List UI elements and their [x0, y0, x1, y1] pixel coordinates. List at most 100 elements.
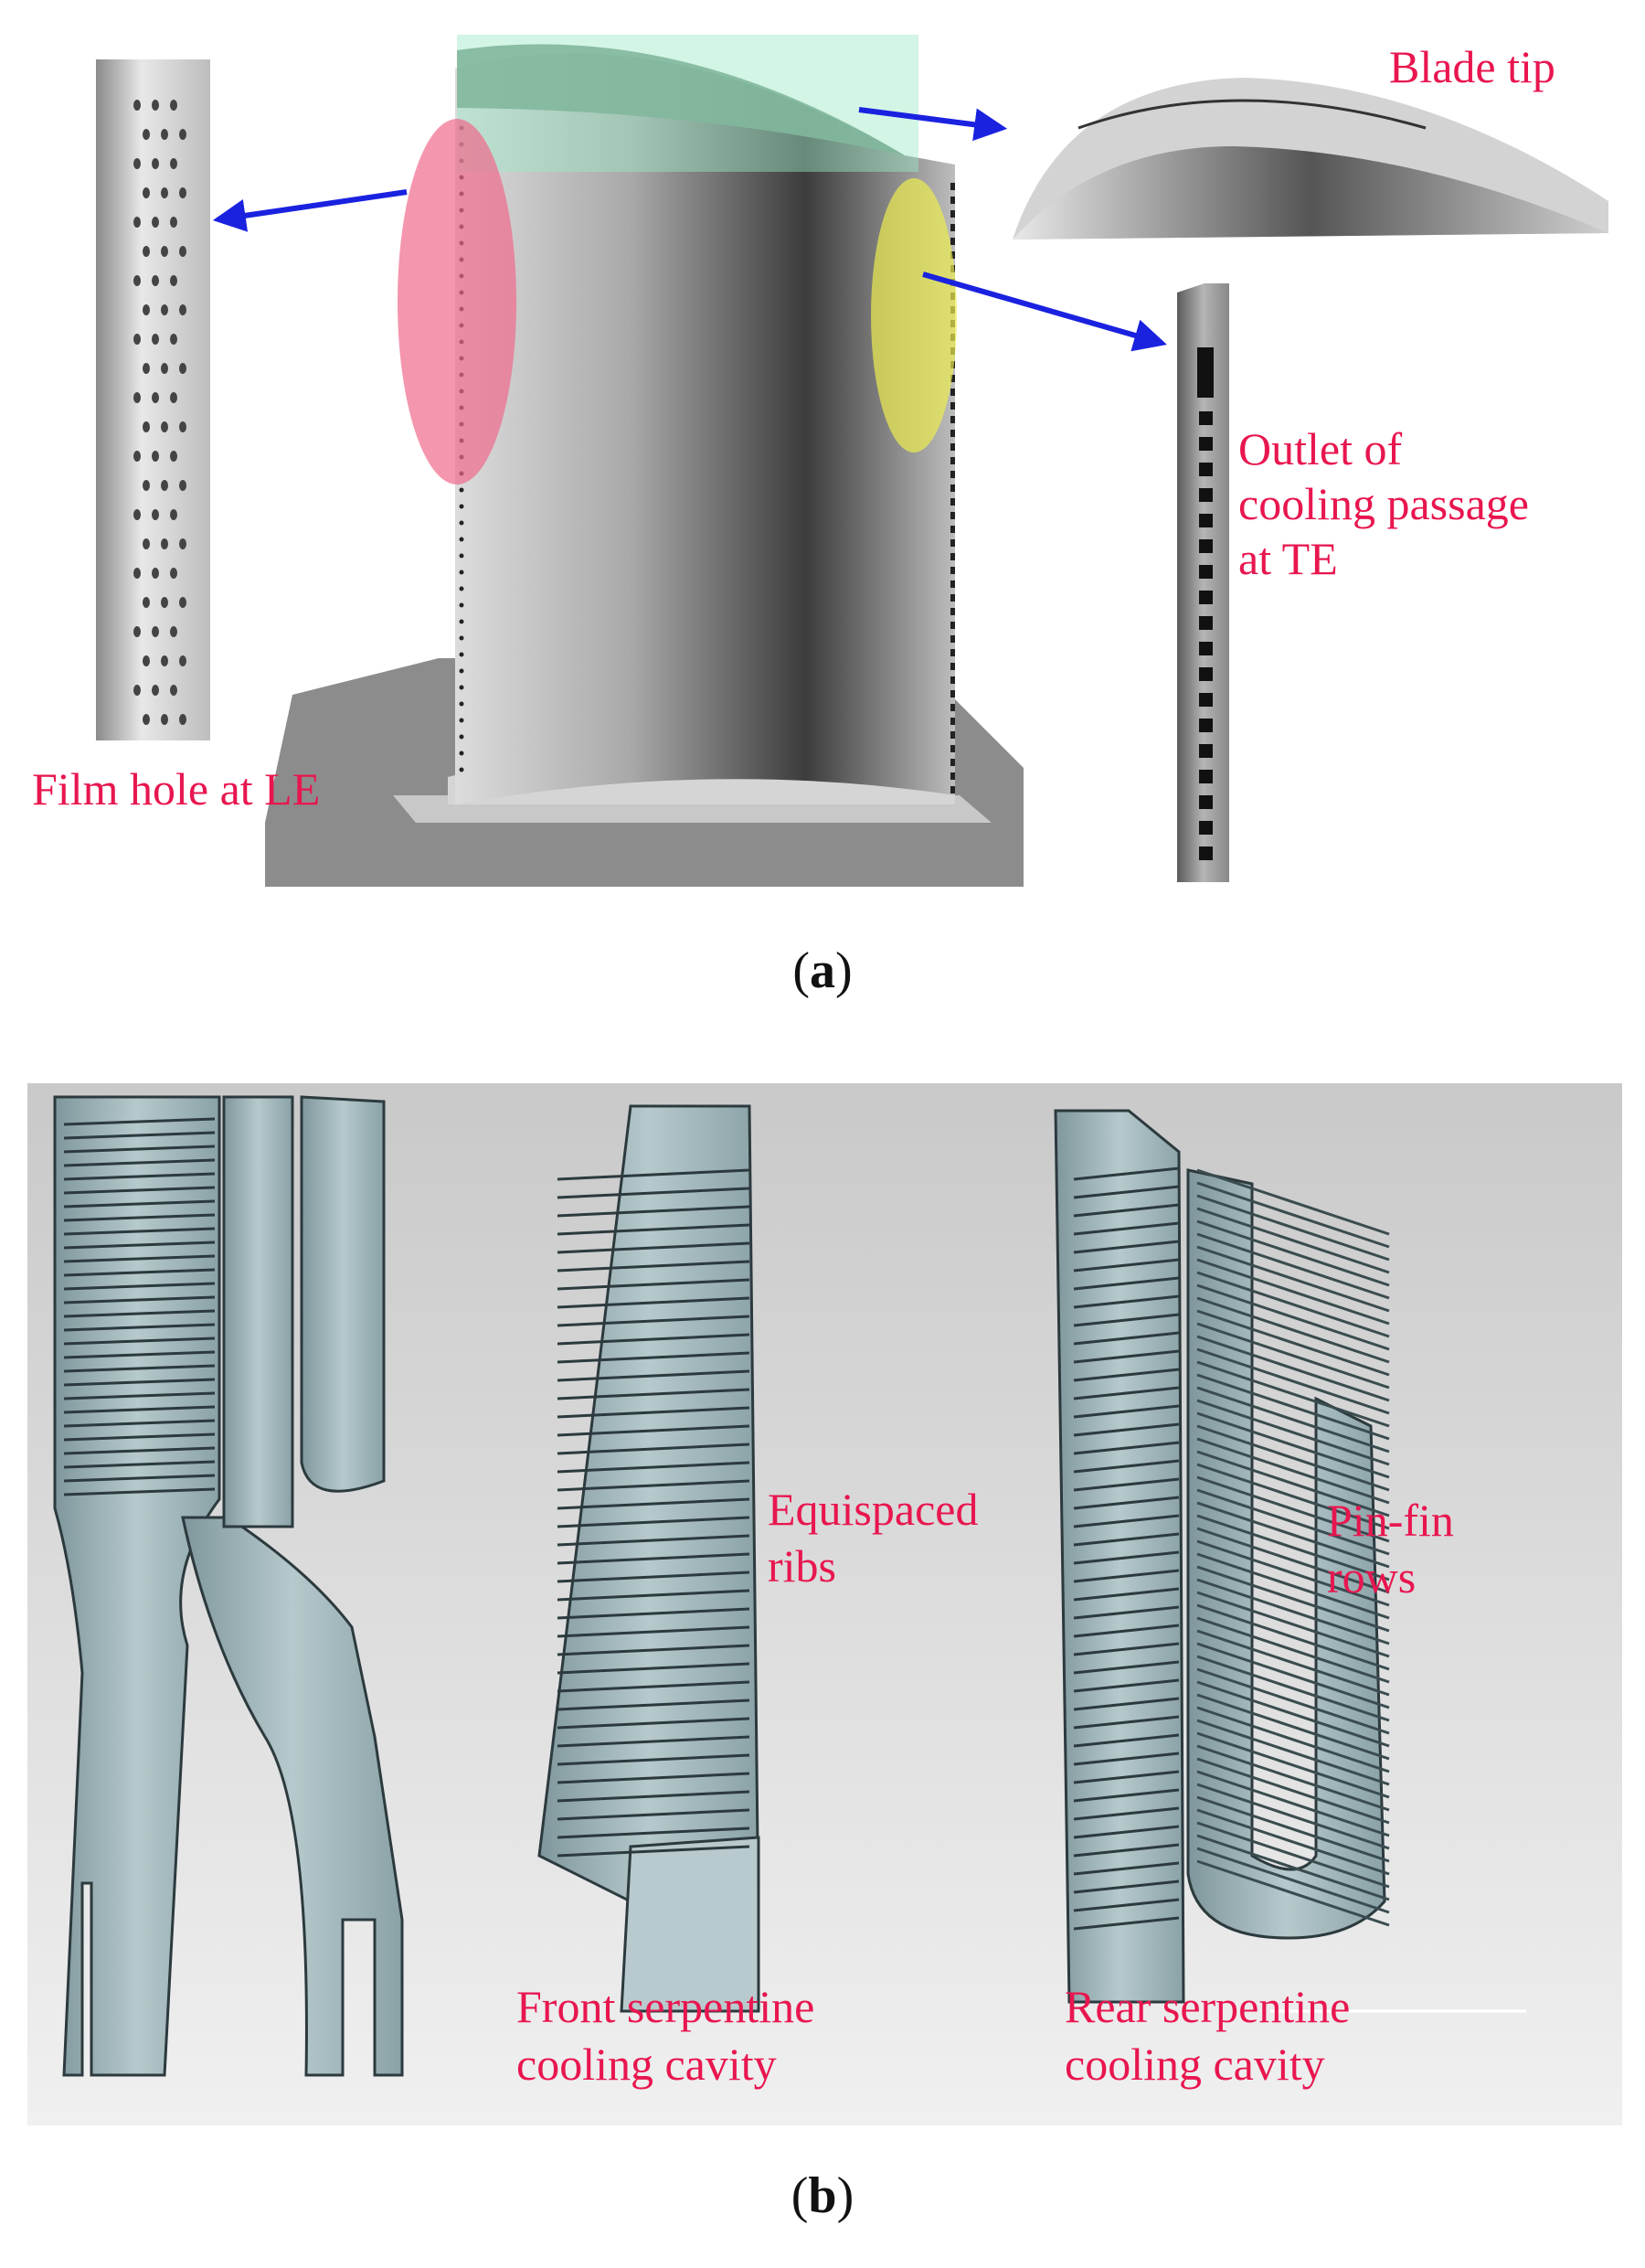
rib — [63, 1268, 216, 1277]
arrow-to-te-inset — [922, 272, 1167, 352]
le-hole-dot — [459, 701, 464, 707]
rib — [1073, 1221, 1180, 1236]
rib — [1073, 1331, 1180, 1346]
blade-tip-highlight — [457, 35, 918, 172]
rib — [557, 1662, 750, 1675]
label-ribs-line2: ribs — [768, 1540, 836, 1592]
pin-fin — [1196, 1616, 1390, 1684]
film-hole — [161, 421, 168, 432]
pin-fin — [1196, 1373, 1390, 1441]
pin-fin — [1196, 1245, 1390, 1313]
pin-fin — [1196, 1731, 1390, 1799]
rib — [557, 1826, 750, 1839]
le-hole-dot — [459, 685, 464, 690]
film-hole — [152, 685, 159, 696]
te-slot-dot — [950, 498, 955, 506]
pin-fin — [1196, 1501, 1390, 1569]
te-slot-dot — [950, 786, 955, 793]
rib — [557, 1223, 750, 1236]
film-hole — [152, 568, 159, 579]
le-hole-dot — [459, 586, 464, 591]
te-outlet-slots — [1197, 347, 1214, 860]
te-slot-dot — [950, 594, 955, 602]
film-hole — [143, 538, 150, 549]
film-hole — [179, 363, 186, 374]
film-hole — [152, 626, 159, 637]
te-slot-dot — [950, 649, 955, 656]
pin-fin — [1196, 1322, 1390, 1390]
film-hole — [161, 187, 168, 198]
rib — [557, 1735, 750, 1748]
rib — [1073, 1203, 1180, 1218]
pin-fin — [1196, 1335, 1390, 1402]
film-hole — [170, 451, 177, 462]
arrow-to-le-inset — [212, 189, 408, 232]
rib — [557, 1625, 750, 1638]
full-cooling-structure — [53, 1095, 404, 2077]
film-hole — [179, 538, 186, 549]
rib — [63, 1474, 216, 1483]
rib — [1073, 1587, 1180, 1602]
te-outlet-slot — [1199, 744, 1213, 758]
rib — [63, 1446, 216, 1455]
te-slot-dot — [950, 251, 955, 259]
rib — [557, 1644, 750, 1656]
pin-fin — [1196, 1680, 1390, 1748]
film-hole — [179, 655, 186, 666]
te-outlet-slot — [1199, 411, 1213, 425]
pin-fin — [1196, 1719, 1390, 1786]
pin-fin — [1196, 1168, 1390, 1236]
te-slot-dot — [950, 745, 955, 752]
te-outlet-slot — [1199, 565, 1213, 579]
caption-a-letter: a — [810, 942, 835, 999]
rib — [63, 1350, 216, 1359]
rib — [63, 1145, 216, 1154]
rib — [63, 1323, 216, 1332]
rib — [1073, 1624, 1180, 1638]
panel-b: Equispaced ribs Pin-fin rows Front serpe… — [27, 1083, 1622, 2224]
film-hole — [133, 100, 141, 111]
pin-fin — [1196, 1207, 1390, 1274]
rib — [1073, 1313, 1180, 1327]
le-film-holes — [133, 100, 186, 725]
pin-fin — [1196, 1347, 1390, 1415]
rib — [557, 1296, 750, 1309]
pin-fin — [1196, 1539, 1390, 1607]
rib — [557, 1753, 750, 1766]
film-hole — [170, 217, 177, 228]
pin-fin — [1196, 1424, 1390, 1492]
le-highlight — [398, 119, 516, 484]
rib — [1073, 1770, 1180, 1784]
film-hole — [133, 275, 141, 286]
label-outlet-line2: cooling passage — [1238, 478, 1529, 529]
label-ribs-line1: Equispaced — [768, 1484, 978, 1535]
rib — [63, 1117, 216, 1126]
rib — [1073, 1166, 1180, 1181]
rib — [1073, 1861, 1180, 1876]
rib — [1073, 1294, 1180, 1309]
film-hole — [152, 334, 159, 345]
film-hole — [161, 714, 168, 725]
te-slot-dot — [950, 772, 955, 780]
label-front-line2: cooling cavity — [516, 2039, 777, 2090]
pin-fin — [1196, 1795, 1390, 1863]
rib — [1073, 1349, 1180, 1364]
pin-fin — [1196, 1450, 1390, 1517]
film-hole — [143, 129, 150, 140]
rib — [1073, 1532, 1180, 1547]
film-hole — [143, 714, 150, 725]
te-slot-dot — [950, 539, 955, 547]
front-serpentine-cavity — [537, 1104, 760, 2013]
rib — [1073, 1697, 1180, 1711]
le-hole-dot — [459, 635, 464, 641]
pin-fin — [1196, 1527, 1390, 1594]
front-serpentine-ribs — [557, 1168, 750, 1858]
pin-fin — [1196, 1296, 1390, 1364]
rib — [63, 1364, 216, 1373]
te-slot-dot — [950, 238, 955, 245]
te-slot-dot — [950, 567, 955, 574]
te-slot-dot — [950, 731, 955, 739]
rib — [557, 1369, 750, 1382]
pin-fin — [1196, 1437, 1390, 1505]
rib — [557, 1351, 750, 1364]
